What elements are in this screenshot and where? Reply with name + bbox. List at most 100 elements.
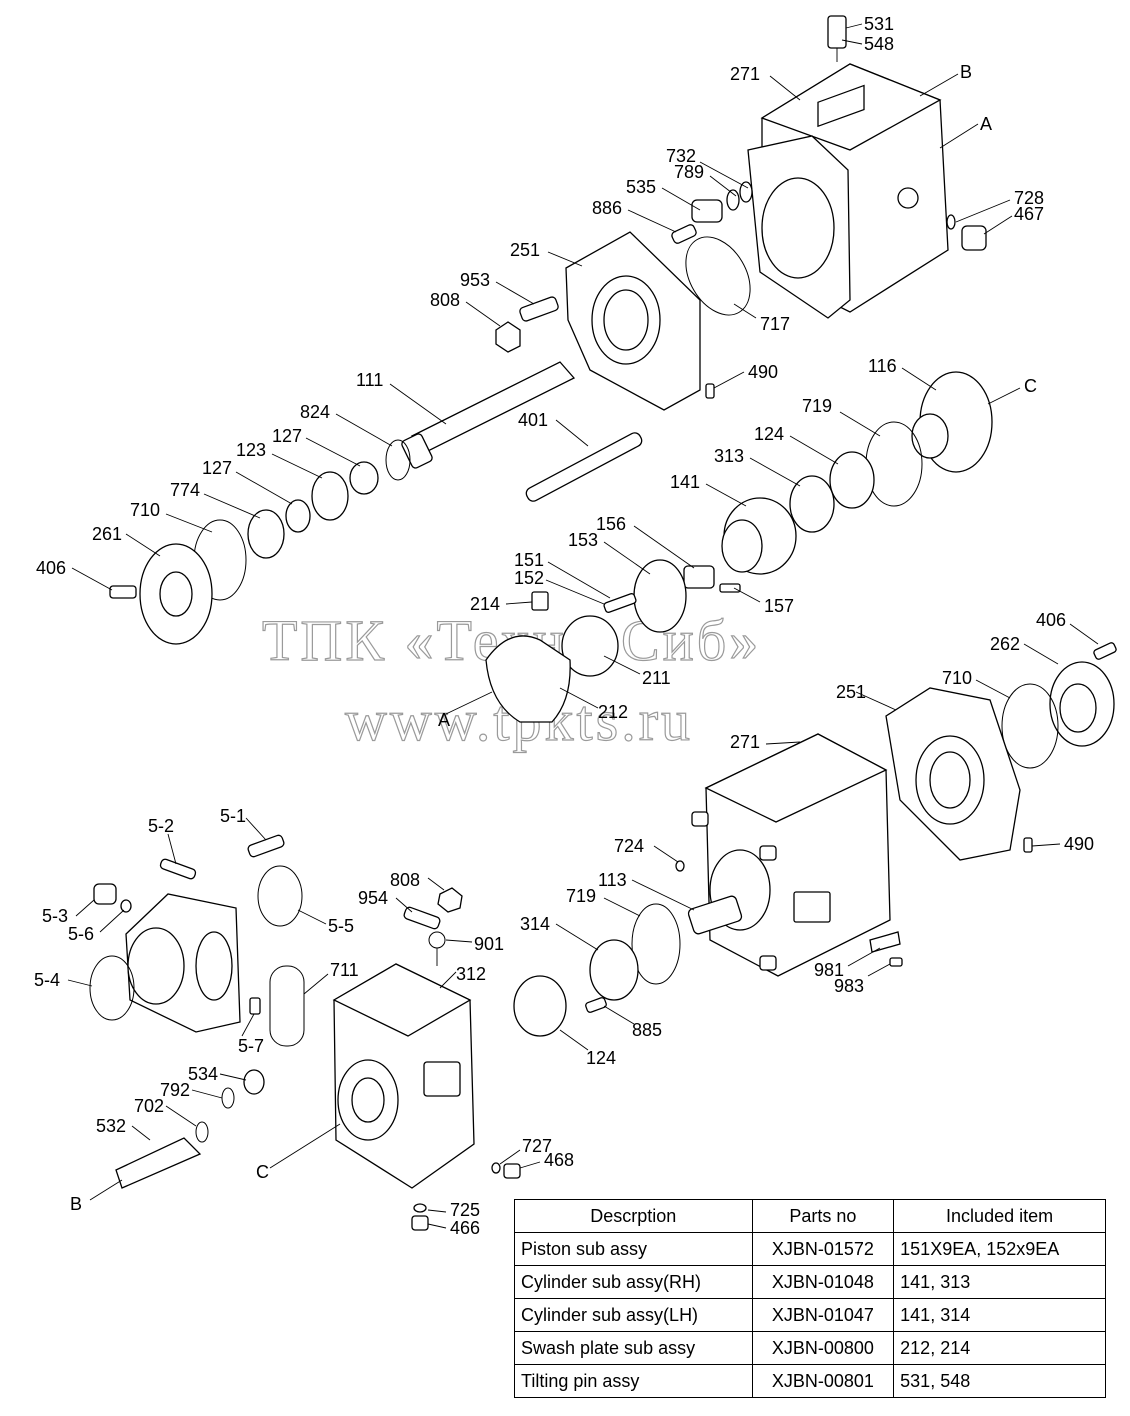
callout-5-4: 5-4	[34, 970, 60, 990]
o-ring-719a	[865, 421, 923, 507]
table-row: Piston sub assy XJBN-01572 151X9EA, 152x…	[514, 1232, 1106, 1266]
pump-housing-top	[747, 63, 949, 319]
o-ring-725	[413, 1203, 427, 1213]
valve-block-top	[565, 231, 701, 411]
plug-468	[503, 1163, 521, 1179]
callout-710-mid: 710	[942, 668, 972, 688]
bearing-123	[311, 471, 349, 521]
callout-901: 901	[474, 934, 504, 954]
callout-211: 211	[642, 668, 671, 688]
callout-774: 774	[170, 480, 200, 500]
callout-792: 792	[160, 1080, 190, 1100]
callout-113: 113	[598, 870, 627, 890]
callout-141: 141	[670, 472, 700, 492]
callout-313: 313	[714, 446, 744, 466]
callout-719-mid: 719	[566, 886, 596, 906]
callout-710-top: 710	[130, 500, 160, 520]
bearing-124b	[513, 975, 567, 1037]
callout-732: 732	[666, 146, 696, 166]
callout-156: 156	[596, 514, 626, 534]
table-cell-included: 212, 214	[893, 1331, 1106, 1365]
callout-B-bottom: B	[70, 1194, 82, 1214]
table-row: Cylinder sub assy(RH) XJBN-01048 141, 31…	[514, 1265, 1106, 1299]
bolt-5-1	[247, 834, 285, 858]
callout-531: 531	[864, 14, 894, 34]
callout-C-top: C	[1024, 376, 1037, 396]
drive-shaft-111	[401, 361, 576, 469]
center-pin-401	[525, 432, 643, 502]
callout-534: 534	[188, 1064, 218, 1084]
table-cell-description: Swash plate sub assy	[514, 1331, 753, 1365]
o-ring-5-4	[89, 955, 135, 1021]
plug-466	[411, 1215, 429, 1231]
plug-535	[691, 199, 723, 223]
table-cell-description: Tilting pin assy	[514, 1364, 753, 1398]
callout-5-3: 5-3	[42, 906, 68, 926]
table-cell-description: Cylinder sub assy(RH)	[514, 1265, 753, 1299]
callout-127-a: 127	[272, 426, 302, 446]
spacer-127b	[285, 499, 311, 533]
plug-5-3	[93, 883, 117, 905]
table-row: Cylinder sub assy(LH) XJBN-01047 141, 31…	[514, 1298, 1106, 1332]
table-cell-parts-no: XJBN-00800	[751, 1331, 895, 1365]
cylinder-block-141	[721, 497, 797, 575]
callout-261: 261	[92, 524, 122, 544]
o-ring-719b	[631, 903, 681, 985]
callout-490-mid: 490	[1064, 834, 1094, 854]
spacer-127a	[349, 461, 379, 495]
oil-seal-774	[247, 509, 285, 559]
o-ring-717	[685, 236, 751, 316]
table-cell-included: 141, 313	[893, 1265, 1106, 1299]
valve-block-251b	[885, 687, 1021, 861]
nut-808	[495, 321, 521, 353]
callout-406-right: 406	[1036, 610, 1066, 630]
swash-plate-212	[485, 635, 571, 723]
o-ring-724	[675, 860, 685, 872]
valve-plate-313	[789, 475, 835, 533]
callout-B-top: B	[960, 62, 972, 82]
callout-983: 983	[834, 976, 864, 996]
adjust-screw-532	[115, 1137, 202, 1189]
o-ring-710b	[1001, 683, 1059, 769]
callout-401: 401	[518, 410, 548, 430]
o-ring-5-6	[120, 899, 132, 913]
parts-table: Descrption Parts no Included item Piston…	[514, 1199, 1106, 1398]
plug-467	[961, 225, 987, 251]
pin-886	[671, 224, 697, 244]
callout-152: 152	[514, 568, 544, 588]
callout-5-7: 5-7	[238, 1036, 264, 1056]
table-cell-included: 141, 314	[893, 1298, 1106, 1332]
table-cell-description: Piston sub assy	[514, 1232, 753, 1266]
callout-532: 532	[96, 1116, 126, 1136]
leader-lines	[67, 23, 1099, 1229]
callout-808-top: 808	[430, 290, 460, 310]
seal-cover-262	[1049, 661, 1115, 747]
callout-727: 727	[522, 1136, 552, 1156]
callout-711: 711	[330, 960, 359, 980]
callout-535: 535	[626, 177, 656, 197]
callout-C-bottom: C	[256, 1162, 269, 1182]
bush-214	[531, 591, 549, 611]
plate-981	[869, 931, 901, 953]
callout-5-2: 5-2	[148, 816, 174, 836]
o-ring-792	[221, 1087, 235, 1109]
callout-312: 312	[456, 964, 486, 984]
pump-housing-271b	[691, 733, 891, 977]
o-ring-727	[491, 1162, 501, 1174]
callout-406-left: 406	[36, 558, 66, 578]
bearing-124a	[829, 451, 875, 509]
spherical-bush-156	[683, 565, 715, 589]
stud-953	[519, 296, 559, 322]
o-ring-732	[739, 181, 753, 203]
callout-490-top: 490	[748, 362, 778, 382]
table-cell-parts-no: XJBN-01048	[751, 1265, 895, 1299]
callout-A-top: A	[980, 114, 992, 134]
pin-490b	[1023, 837, 1033, 853]
snap-ring-824	[385, 439, 411, 481]
table-cell-description: Cylinder sub assy(LH)	[514, 1298, 753, 1332]
table-cell-parts-no: XJBN-00801	[751, 1364, 895, 1398]
callout-954: 954	[358, 888, 388, 908]
callout-548: 548	[864, 34, 894, 54]
callout-151: 151	[514, 550, 544, 570]
